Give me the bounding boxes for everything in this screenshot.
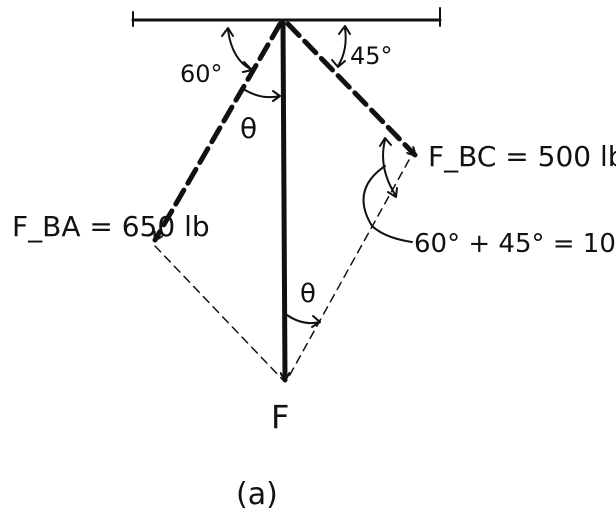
angle-105-arrowhead-bottom: [387, 187, 398, 198]
angle-60-arc: [227, 29, 253, 71]
theta-bottom-label: θ: [300, 279, 316, 309]
parallelogram-side-right: [286, 159, 410, 381]
force-bc-label: F_BC = 500 lb: [428, 140, 616, 173]
angle-105-arrowhead-top: [379, 137, 392, 147]
angle-60-label: 60°: [180, 60, 223, 88]
theta-bottom-arc: [286, 314, 321, 325]
figure-caption: (a): [236, 477, 278, 512]
theta-top-arrowhead: [272, 90, 281, 102]
force-bc-arrow: [285, 21, 418, 158]
theta-top-arc: [244, 89, 281, 99]
angle-45-arc: [337, 27, 347, 67]
force-ba-label: F_BA = 650 lb: [12, 210, 210, 243]
angle-105-leader: [362, 165, 413, 243]
theta-top-label: θ: [240, 112, 257, 145]
resultant-label: F: [271, 398, 289, 436]
theta-bottom-arrowhead: [311, 315, 321, 328]
angle-45-arrowhead-bottom: [331, 59, 346, 68]
angle-sum-label: 60° + 45° = 105°: [414, 229, 616, 259]
angle-105-arc: [382, 139, 397, 197]
parallelogram-side-left: [154, 245, 284, 381]
angle-60-arrowhead-top: [221, 27, 234, 37]
force-ba-arrow: [152, 21, 283, 243]
angle-60-arrowhead: [242, 61, 253, 73]
resultant-force-arrow: [283, 19, 285, 383]
angle-45-arrowhead-top: [338, 25, 351, 35]
angle-45-label: 45°: [350, 42, 393, 70]
